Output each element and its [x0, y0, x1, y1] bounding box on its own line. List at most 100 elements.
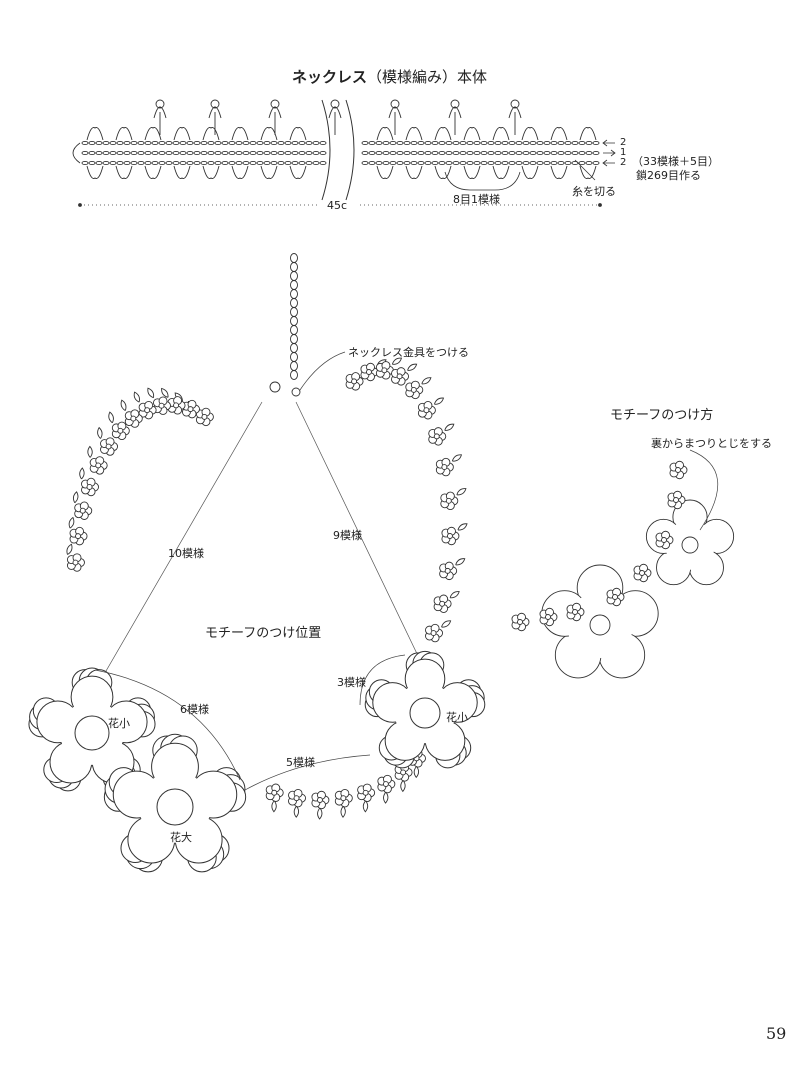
chain-stitch: [466, 150, 474, 156]
loop-center: [639, 570, 645, 576]
chain-stitch: [284, 160, 292, 166]
chain-stitch: [102, 160, 110, 166]
chain-link: [290, 334, 298, 344]
chain-stitch: [375, 150, 383, 156]
chain-stitch: [466, 160, 474, 166]
loop-center: [72, 559, 79, 566]
chain-stitch: [494, 160, 502, 166]
page-number: 59: [766, 1024, 787, 1043]
chain-stitch: [515, 150, 523, 156]
row-label-2-top: 2: [620, 137, 627, 148]
chain-stitch: [459, 160, 467, 166]
chain-stitch: [102, 140, 110, 146]
chain-stitch: [102, 150, 110, 156]
chain-stitch: [284, 150, 292, 156]
leader-arcs: [94, 351, 406, 791]
leaf: [133, 391, 140, 403]
chain-stitch: [466, 140, 474, 146]
clasp-ring: [269, 381, 281, 393]
chain-stitch: [144, 160, 152, 166]
chain-stitch: [431, 140, 439, 146]
picot-top: [144, 127, 162, 141]
loop-center: [340, 795, 347, 802]
picot-bottom: [173, 165, 191, 179]
picot-bottom: [550, 165, 568, 179]
chain-stitch: [305, 150, 313, 156]
chain-stitch: [452, 150, 460, 156]
repeat-label: 8目1模様: [453, 193, 500, 206]
chain-stitch: [473, 150, 481, 156]
chain-stitch: [550, 150, 558, 156]
flower-center: [156, 788, 194, 826]
chain-stitch: [200, 160, 208, 166]
picot-bottom: [492, 165, 510, 179]
chain-stitch: [95, 150, 103, 156]
picot-bottom: [579, 165, 597, 179]
chain-stitch: [487, 140, 495, 146]
flowers: [28, 650, 486, 873]
chain-stitch: [529, 150, 537, 156]
chain-stitch: [123, 160, 131, 166]
loop-center: [79, 507, 86, 514]
width-dimension: [78, 203, 602, 207]
chain-stitch: [494, 140, 502, 146]
chain-stitch: [137, 160, 145, 166]
chain-link: [290, 325, 298, 335]
leaf-tip: [450, 99, 460, 109]
chain-stitch: [501, 150, 509, 156]
chain-stitch: [557, 150, 565, 156]
chain-link: [290, 361, 298, 371]
loop-center: [381, 367, 388, 374]
chain-stitch: [592, 150, 600, 156]
chain-stitch: [312, 140, 320, 146]
leaf-tip: [330, 99, 340, 109]
chain-stitch: [193, 140, 201, 146]
chain-stitch: [445, 140, 453, 146]
picot-bottom: [144, 165, 162, 179]
chain-stitch: [95, 160, 103, 166]
chain-stitch: [242, 150, 250, 156]
attach-note: 裏からまつりとじをする: [651, 437, 772, 450]
chain-stitch: [109, 150, 117, 156]
loop-center: [362, 789, 369, 796]
chain-stitch: [186, 150, 194, 156]
loop-center: [144, 407, 151, 414]
crochet-chart: [72, 99, 600, 201]
chain-stitch: [396, 160, 404, 166]
chain-stitch: [214, 150, 222, 156]
guide-lines: [94, 401, 421, 691]
leaf: [66, 543, 73, 555]
chain-stitch: [592, 140, 600, 146]
picot-top: [434, 127, 452, 141]
chain-link: [290, 280, 298, 290]
chain-stitch: [557, 140, 565, 146]
leaf: [433, 397, 445, 405]
chain-stitch: [536, 160, 544, 166]
chain-stitch: [396, 140, 404, 146]
loop-center: [612, 594, 618, 600]
chain-link: [290, 271, 298, 281]
picot-top: [521, 127, 539, 141]
chain-stitch: [221, 140, 229, 146]
chain-stitch: [305, 140, 313, 146]
chain-stitch: [403, 160, 411, 166]
picot-bottom: [260, 165, 278, 179]
chain-stitch: [109, 140, 117, 146]
chain-stitch: [550, 140, 558, 146]
chain-stitch: [158, 140, 166, 146]
width-label: 45c: [327, 199, 348, 212]
loop-center: [396, 373, 403, 380]
chain-stitch: [424, 160, 432, 166]
picot-bottom: [86, 165, 104, 179]
leaf: [108, 411, 114, 424]
leaf: [87, 445, 93, 458]
chain-stitch: [508, 150, 516, 156]
span-6-label: 6模様: [180, 703, 209, 716]
chain-stitch: [522, 140, 530, 146]
leaf: [271, 800, 277, 813]
chain-stitch: [165, 160, 173, 166]
chain-stitch: [270, 140, 278, 146]
leaf: [120, 399, 127, 411]
leaf: [79, 467, 85, 480]
leaf-tip: [390, 99, 400, 109]
